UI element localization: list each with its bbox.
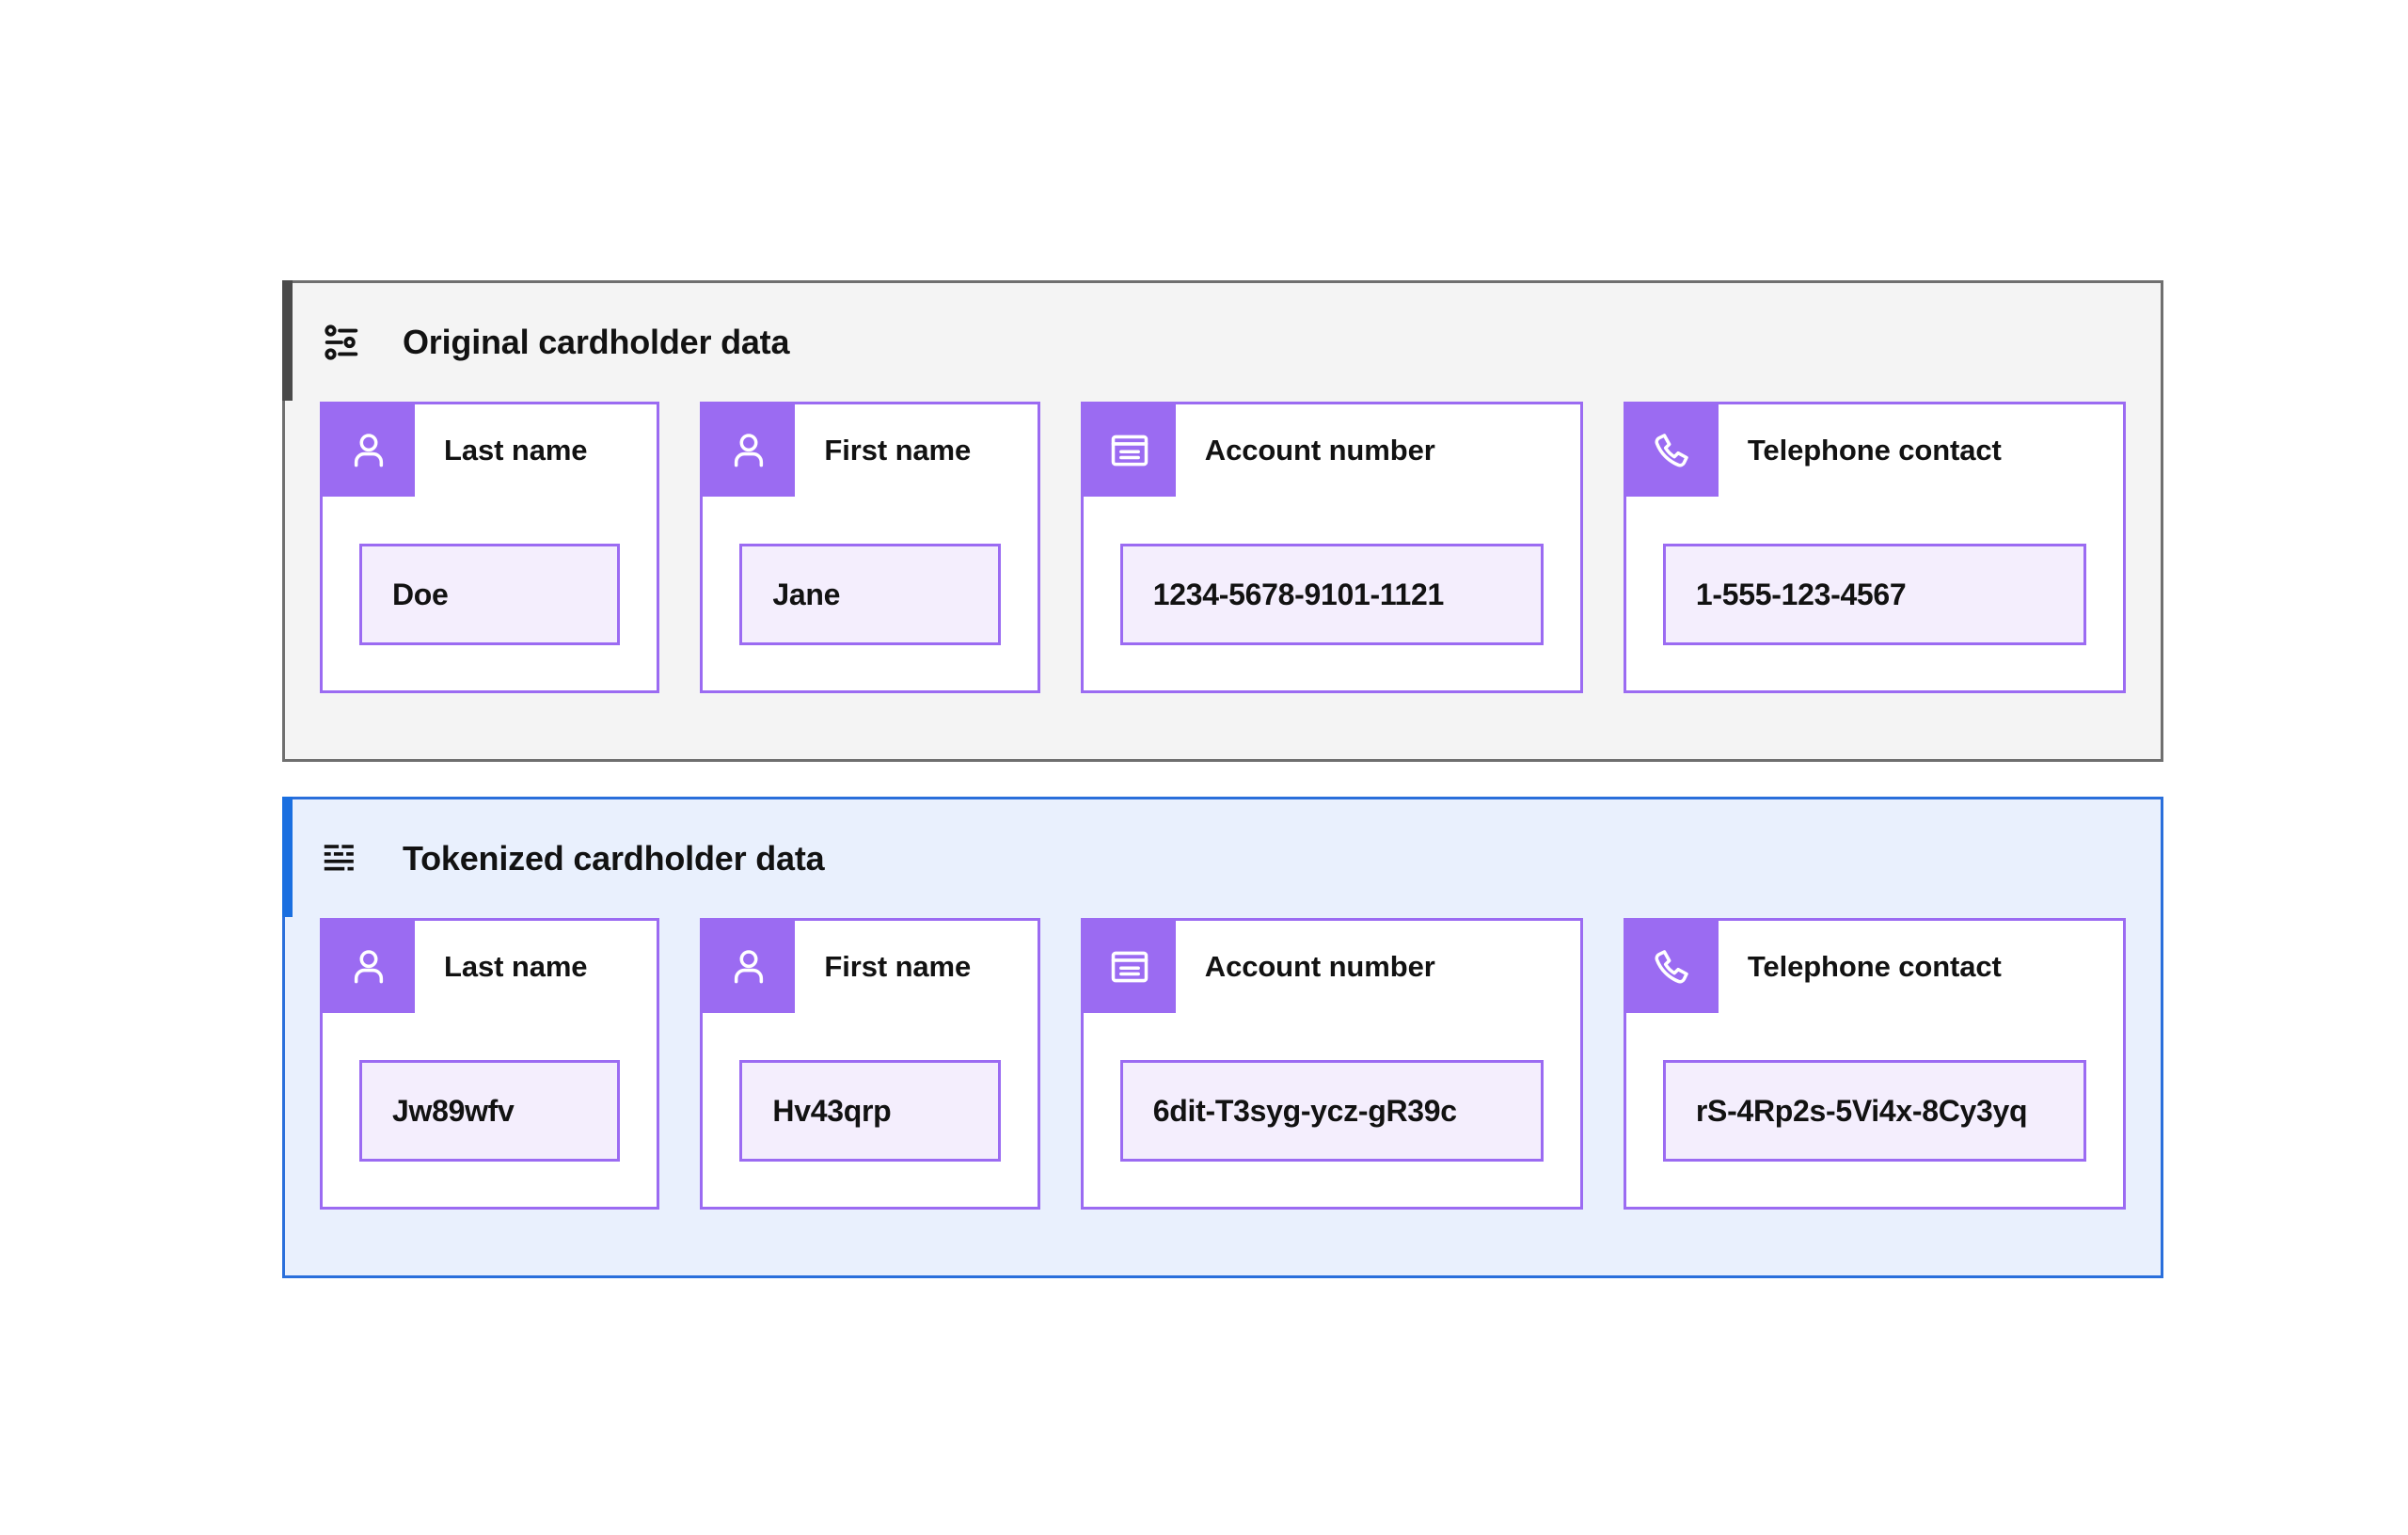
field-card-account-number-original[interactable]: Account number 1234-5678-9101-1121 [1080,402,1583,693]
card-top: First name [703,921,1037,1013]
panel-title-original: Original cardholder data [403,323,790,361]
field-value: rS-4Rp2s-5Vi4x-8Cy3yq [1695,1093,2028,1128]
field-value: 1-555-123-4567 [1695,577,1907,611]
field-card-telephone-contact-original[interactable]: Telephone contact 1-555-123-4567 [1623,402,2126,693]
field-label: First name [824,434,972,467]
field-label: First name [824,950,972,983]
field-value-box[interactable]: 1-555-123-4567 [1662,544,2086,645]
card-row-original: Last name Doe First name [285,402,2161,693]
card-top: First name [703,404,1037,497]
field-value-box[interactable]: Jane [739,544,1001,645]
field-value-box[interactable]: Hv43qrp [739,1060,1001,1162]
panel-accent-bar-original [282,280,293,401]
credit-card-icon [1083,404,1176,497]
card-top: Last name [323,921,657,1013]
field-value-box[interactable]: 6dit-T3syg-ycz-gR39c [1119,1060,1544,1162]
user-icon [323,921,415,1013]
card-top: Account number [1083,404,1580,497]
field-value-box[interactable]: 1234-5678-9101-1121 [1119,544,1544,645]
sliders-icon [320,321,363,364]
field-value: Doe [392,577,449,611]
user-icon [703,404,796,497]
user-icon [323,404,415,497]
panel-header-tokenized: Tokenized cardholder data [285,799,2161,918]
panel-accent-bar-tokenized [282,797,293,917]
field-card-first-name-original[interactable]: First name Jane [700,402,1040,693]
field-value-box[interactable]: Doe [359,544,621,645]
field-card-last-name-tokenized[interactable]: Last name Jw89wfv [320,918,660,1210]
field-label: Account number [1204,434,1435,467]
field-value: Jw89wfv [392,1093,515,1128]
field-card-last-name-original[interactable]: Last name Doe [320,402,660,693]
field-label: Telephone contact [1747,950,2002,983]
field-value: 6dit-T3syg-ycz-gR39c [1152,1093,1457,1128]
field-label: Account number [1204,950,1435,983]
field-value: Hv43qrp [772,1093,892,1128]
field-card-telephone-contact-tokenized[interactable]: Telephone contact rS-4Rp2s-5Vi4x-8Cy3yq [1623,918,2126,1210]
card-top: Telephone contact [1625,921,2123,1013]
field-card-first-name-tokenized[interactable]: First name Hv43qrp [700,918,1040,1210]
field-card-account-number-tokenized[interactable]: Account number 6dit-T3syg-ycz-gR39c [1080,918,1583,1210]
card-top: Telephone contact [1625,404,2123,497]
phone-icon [1625,921,1719,1013]
user-icon [703,921,796,1013]
field-value-box[interactable]: Jw89wfv [359,1060,621,1162]
panel-title-tokenized: Tokenized cardholder data [403,839,825,878]
field-value: Jane [772,577,841,611]
credit-card-icon [1083,921,1176,1013]
field-label: Last name [444,950,588,983]
comparison-stage: Original cardholder data Last name Doe [282,280,2163,1278]
card-top: Account number [1083,921,1580,1013]
field-value-box[interactable]: rS-4Rp2s-5Vi4x-8Cy3yq [1662,1060,2086,1162]
field-label: Last name [444,434,588,467]
field-value: 1234-5678-9101-1121 [1152,577,1445,611]
card-row-tokenized: Last name Jw89wfv First name [285,918,2161,1210]
panel-tokenized-cardholder-data: Tokenized cardholder data Last name Jw89… [282,797,2163,1278]
panel-original-cardholder-data: Original cardholder data Last name Doe [282,280,2163,762]
text-lines-icon [320,837,363,880]
phone-icon [1625,404,1719,497]
card-top: Last name [323,404,657,497]
field-label: Telephone contact [1747,434,2002,467]
panel-header-original: Original cardholder data [285,283,2161,402]
